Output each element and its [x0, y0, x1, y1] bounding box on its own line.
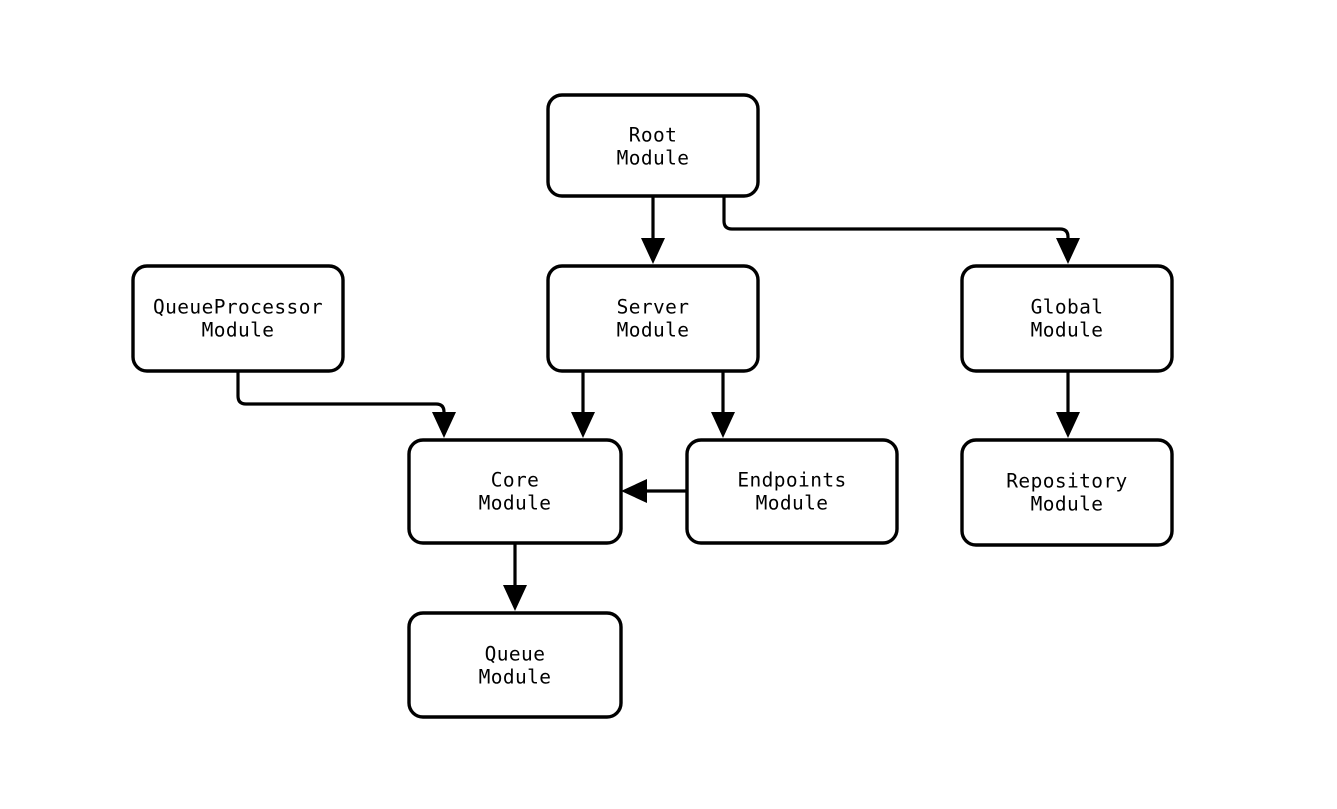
- node-label-line2: Module: [756, 492, 829, 515]
- edge-core-to-queue: [503, 543, 527, 611]
- edge-line: [722, 196, 1070, 245]
- node-label-line1: Repository: [1006, 470, 1127, 493]
- edge-root-to-server: [641, 196, 665, 264]
- node-shape[interactable]: [407, 611, 623, 719]
- node-shape[interactable]: [546, 93, 760, 198]
- node-label-line2: Module: [479, 492, 552, 515]
- node-label-line2: Module: [617, 147, 690, 170]
- node-endpoints-module[interactable]: Endpoints Module: [685, 438, 899, 545]
- arrow-head-icon: [621, 479, 647, 503]
- node-shape[interactable]: [407, 438, 623, 545]
- node-label-line2: Module: [1031, 319, 1104, 342]
- arrow-head-icon: [711, 412, 735, 438]
- node-shape[interactable]: [960, 438, 1174, 547]
- node-queue-module[interactable]: Queue Module: [407, 611, 623, 719]
- node-shape[interactable]: [131, 264, 345, 373]
- node-label-line2: Module: [202, 319, 275, 342]
- node-global-module[interactable]: Global Module: [960, 264, 1174, 373]
- node-label-line1: Queue: [485, 643, 546, 666]
- node-shape[interactable]: [960, 264, 1174, 373]
- arrow-head-icon: [1056, 412, 1080, 438]
- node-root-module[interactable]: Root Module: [546, 93, 760, 198]
- edge-root-to-global: [722, 196, 1080, 264]
- arrow-head-icon: [641, 238, 665, 264]
- arrow-head-icon: [571, 412, 595, 438]
- node-queueprocessor-module[interactable]: QueueProcessor Module: [131, 264, 345, 373]
- node-layer: Root Module QueueProcessor Module Server…: [131, 93, 1174, 719]
- edge-layer: [236, 196, 1080, 611]
- edge-global-to-repository: [1056, 371, 1080, 438]
- node-repository-module[interactable]: Repository Module: [960, 438, 1174, 547]
- edge-server-to-core: [571, 371, 595, 438]
- node-label-line1: Root: [629, 124, 678, 147]
- node-shape[interactable]: [685, 438, 899, 545]
- arrow-head-icon: [503, 585, 527, 611]
- node-core-module[interactable]: Core Module: [407, 438, 623, 545]
- node-shape[interactable]: [546, 264, 760, 373]
- arrow-head-icon: [432, 412, 456, 438]
- node-label-line1: QueueProcessor: [153, 296, 323, 319]
- node-label-line1: Endpoints: [737, 469, 846, 492]
- node-label-line2: Module: [1031, 493, 1104, 516]
- node-label-line2: Module: [479, 666, 552, 689]
- node-label-line2: Module: [617, 319, 690, 342]
- edge-server-to-endpoints: [711, 371, 735, 438]
- edge-queueprocessor-to-core: [236, 371, 456, 438]
- arrow-head-icon: [1056, 238, 1080, 264]
- node-server-module[interactable]: Server Module: [546, 264, 760, 373]
- node-label-line1: Core: [491, 469, 540, 492]
- edge-line: [236, 371, 446, 419]
- edge-endpoints-to-core: [621, 479, 687, 503]
- node-label-line1: Server: [617, 296, 690, 319]
- node-label-line1: Global: [1031, 296, 1104, 319]
